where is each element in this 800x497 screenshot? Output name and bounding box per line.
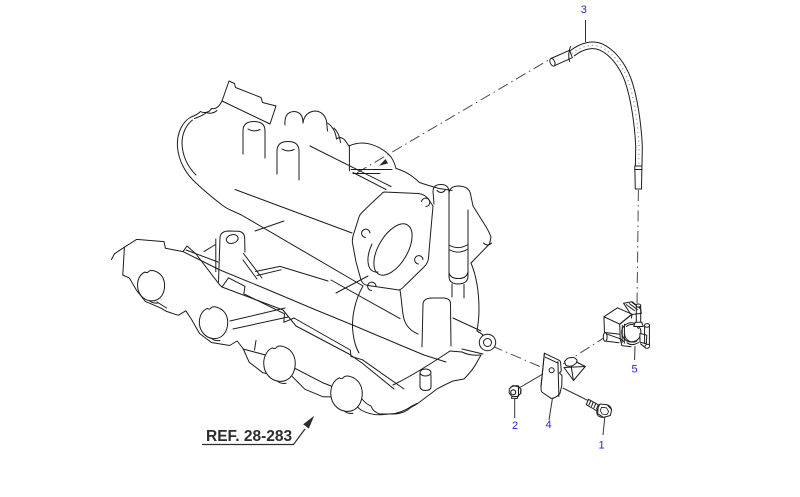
svg-text:1: 1 [599,440,605,452]
svg-text:2: 2 [512,420,518,432]
svg-text:4: 4 [546,419,552,431]
svg-text:5: 5 [632,364,638,376]
svg-text:REF. 28-283: REF. 28-283 [206,428,293,445]
svg-text:3: 3 [581,4,587,16]
